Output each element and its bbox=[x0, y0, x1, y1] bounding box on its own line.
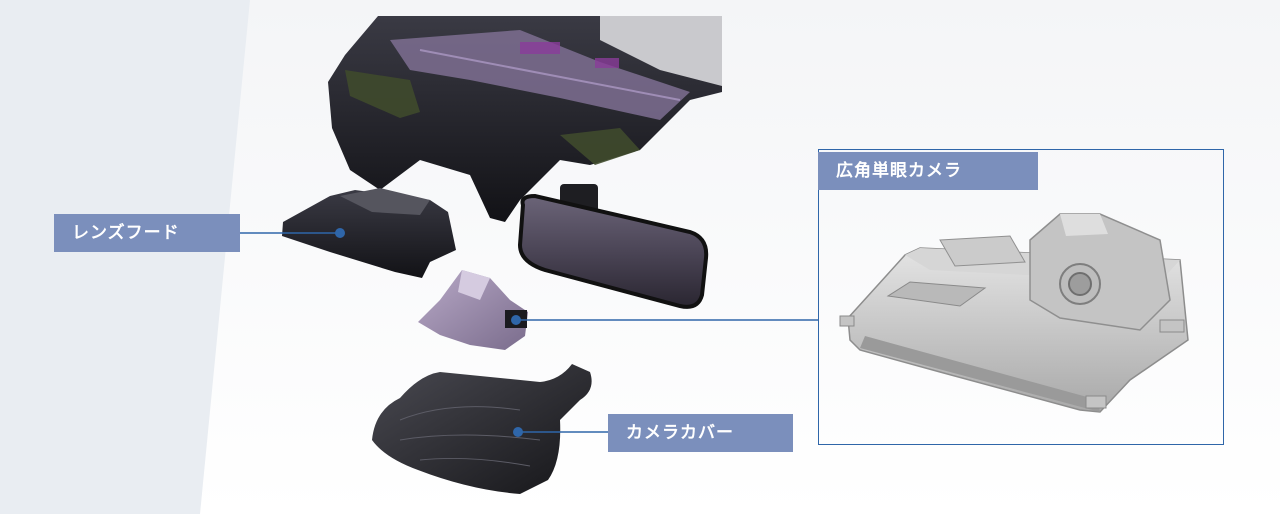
camera-detail-illustration bbox=[839, 213, 1189, 413]
lens-hood-label: レンズフード bbox=[54, 214, 240, 252]
rear-view-mirror bbox=[517, 184, 709, 309]
lens-hood-part bbox=[282, 188, 456, 278]
camera-cover-label: カメラカバー bbox=[608, 414, 793, 452]
wide-angle-camera-label: 広角単眼カメラ bbox=[818, 152, 1038, 190]
camera-module-part bbox=[418, 270, 528, 350]
camera-detail-frame bbox=[818, 149, 1224, 445]
upper-bracket-assembly bbox=[328, 16, 722, 222]
camera-cover-part bbox=[372, 364, 592, 494]
